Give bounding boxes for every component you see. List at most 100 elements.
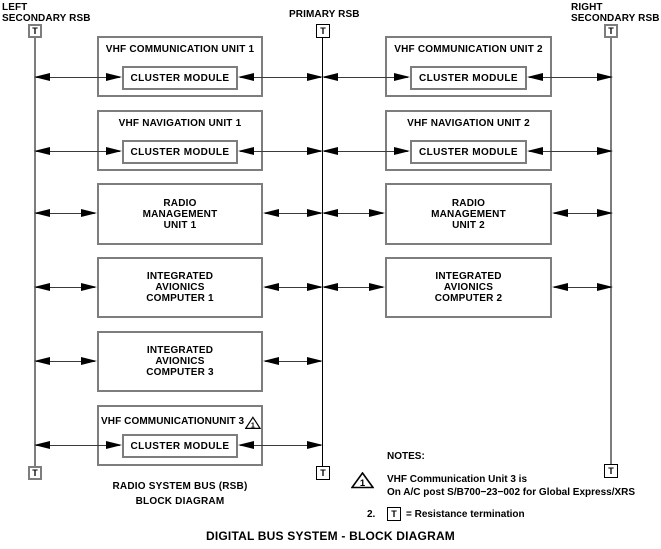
unit-rmu-1-line1: RADIO (163, 197, 197, 209)
bus-connector (552, 209, 613, 218)
unit-rmu-2: RADIO MANAGEMENT UNIT 2 (385, 183, 552, 245)
arrowhead-right-icon (106, 441, 122, 449)
bus-connector (34, 209, 97, 218)
bus-connector (263, 357, 323, 366)
termination-top-right: T (604, 24, 618, 38)
bus-connector (322, 209, 385, 218)
connector-line (554, 287, 611, 288)
arrowhead-left-icon (34, 441, 50, 449)
unit-iac-1-line3: COMPUTER 1 (146, 293, 214, 304)
notes-heading: NOTES: (387, 451, 425, 462)
unit-rmu-2-line3: UNIT 2 (452, 219, 485, 231)
left-bus-label: LEFT SECONDARY RSB (2, 2, 91, 24)
arrowhead-left-icon (263, 283, 279, 291)
arrowhead-right-icon (369, 209, 385, 217)
arrowhead-right-icon (307, 209, 323, 217)
diagram-caption-line2: BLOCK DIAGRAM (135, 496, 225, 507)
arrowhead-left-icon (34, 73, 50, 81)
unit-rmu-2-line2: MANAGEMENT (431, 208, 506, 220)
left-bus-label-line2: SECONDARY RSB (2, 12, 91, 24)
connector-line (36, 77, 120, 78)
connector-line (265, 287, 321, 288)
bus-connector (34, 147, 122, 156)
unit-iac-1-line1: INTEGRATED (146, 271, 214, 282)
note-flag-1-icon: 1 (245, 416, 261, 429)
left-secondary-rsb-bus (34, 38, 36, 466)
arrowhead-right-icon (597, 283, 613, 291)
unit-iac-2-line2: AVIONICS (443, 282, 494, 293)
connector-line (36, 213, 95, 214)
connector-line (324, 77, 408, 78)
arrowhead-right-icon (307, 73, 323, 81)
page-title: DIGITAL BUS SYSTEM - BLOCK DIAGRAM (205, 529, 456, 543)
connector-line (324, 151, 408, 152)
svg-text:1: 1 (251, 421, 255, 429)
arrowhead-right-icon (597, 209, 613, 217)
arrowhead-left-icon (322, 147, 338, 155)
note-1-line2: On A/C post S/B700−23−002 for Global Exp… (387, 487, 636, 498)
diagram-caption: RADIO SYSTEM BUS (RSB) BLOCK DIAGRAM (97, 479, 263, 509)
unit-vhf-nav-1-title: VHF NAVIGATION UNIT 1 (118, 118, 242, 129)
unit-iac-2-line3: COMPUTER 2 (434, 293, 503, 304)
bus-connector (263, 209, 323, 218)
diagram-caption-line1: RADIO SYSTEM BUS (RSB) (112, 481, 248, 492)
bus-connector (527, 73, 613, 82)
unit-rmu-1: RADIO MANAGEMENT UNIT 1 (97, 183, 263, 245)
arrowhead-left-icon (527, 147, 543, 155)
bus-connector (34, 73, 122, 82)
primary-bus-label: PRIMARY RSB (289, 9, 360, 21)
bus-connector (238, 73, 323, 82)
unit-iac-3-line1: INTEGRATED (146, 345, 214, 356)
primary-rsb-bus (322, 38, 323, 466)
bus-connector (34, 357, 97, 366)
arrowhead-right-icon (81, 357, 97, 365)
bus-connector (34, 441, 122, 450)
bus-connector (238, 441, 323, 450)
connector-line (554, 213, 611, 214)
arrowhead-left-icon (238, 441, 254, 449)
arrowhead-left-icon (263, 357, 279, 365)
unit-iac-2: INTEGRATED AVIONICS COMPUTER 2 (385, 257, 552, 318)
unit-iac-1-line2: AVIONICS (155, 282, 205, 293)
bus-connector (322, 147, 410, 156)
connector-line (240, 445, 321, 446)
connector-line (529, 151, 611, 152)
arrowhead-right-icon (307, 147, 323, 155)
connector-line (36, 361, 95, 362)
arrowhead-left-icon (552, 283, 568, 291)
arrowhead-left-icon (552, 209, 568, 217)
note-2-number: 2. (367, 509, 376, 520)
arrowhead-right-icon (597, 73, 613, 81)
unit-iac-3-label: INTEGRATED AVIONICS COMPUTER 3 (99, 333, 261, 390)
connector-line (324, 287, 383, 288)
unit-iac-3: INTEGRATED AVIONICS COMPUTER 3 (97, 331, 263, 392)
unit-vhf-comm-3-title-row: VHF COMMUNICATIONUNIT 3 1 (99, 407, 261, 432)
right-bus-label-line1: RIGHT (571, 2, 603, 13)
unit-iac-3-line2: AVIONICS (155, 356, 205, 367)
bus-connector (322, 283, 385, 292)
arrowhead-right-icon (307, 357, 323, 365)
arrowhead-left-icon (238, 147, 254, 155)
right-bus-label: RIGHT SECONDARY RSB (571, 2, 660, 24)
bus-connector (34, 283, 97, 292)
unit-vhf-comm-3-title: VHF COMMUNICATIONUNIT 3 (101, 416, 245, 427)
unit-iac-2-line1: INTEGRATED (435, 271, 502, 282)
bus-connector (263, 283, 323, 292)
note-1-text: VHF Communication Unit 3 is On A/C post … (387, 473, 635, 499)
unit-vhf-comm-1-title: VHF COMMUNICATION UNIT 1 (105, 44, 255, 55)
arrowhead-left-icon (322, 73, 338, 81)
bus-connector (527, 147, 613, 156)
connector-line (36, 445, 120, 446)
arrowhead-right-icon (597, 147, 613, 155)
bus-connector (238, 147, 323, 156)
termination-top-left: T (28, 24, 42, 38)
cluster-module-vhf-nav-1: CLUSTER MODULE (122, 140, 238, 164)
bus-connector (552, 283, 613, 292)
arrowhead-right-icon (81, 283, 97, 291)
cluster-module-vhf-comm-2: CLUSTER MODULE (410, 66, 527, 90)
unit-vhf-nav-2-title: VHF NAVIGATION UNIT 2 (407, 118, 530, 129)
unit-rmu-1-label: RADIO MANAGEMENT UNIT 1 (99, 185, 261, 243)
arrowhead-left-icon (34, 209, 50, 217)
unit-rmu-2-label: RADIO MANAGEMENT UNIT 2 (387, 185, 550, 243)
